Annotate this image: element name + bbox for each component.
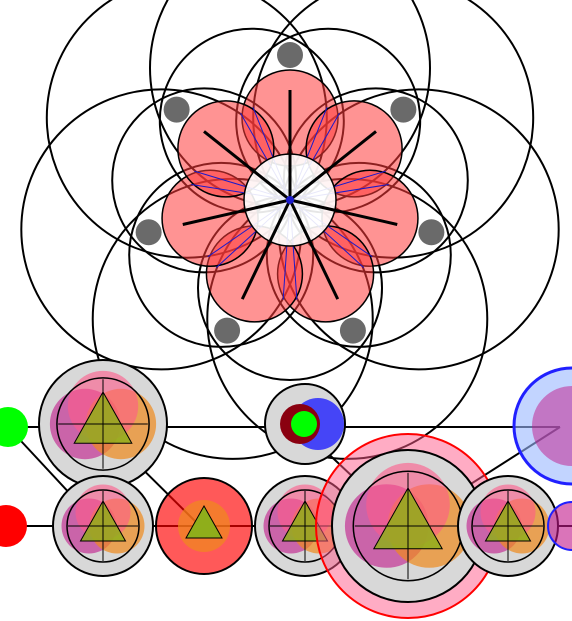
gray-node xyxy=(164,97,190,123)
red-badge-node xyxy=(156,478,252,574)
badge-node-top-left xyxy=(39,360,167,488)
gray-node xyxy=(136,219,162,245)
gray-node xyxy=(340,318,366,344)
node-badges xyxy=(0,360,572,618)
center-hub xyxy=(244,154,336,246)
gray-node xyxy=(418,219,444,245)
badge-node-bottom-5 xyxy=(458,476,558,576)
green-node xyxy=(0,407,28,447)
red-node xyxy=(0,505,27,547)
gb-green xyxy=(291,411,317,437)
gray-node xyxy=(214,318,240,344)
gray-node xyxy=(390,97,416,123)
gray-node xyxy=(277,42,303,68)
badge-node-bottom-1 xyxy=(53,476,153,576)
blue-ring-node xyxy=(514,368,572,484)
hub-dot xyxy=(286,196,294,204)
green-blue-node xyxy=(265,384,345,464)
